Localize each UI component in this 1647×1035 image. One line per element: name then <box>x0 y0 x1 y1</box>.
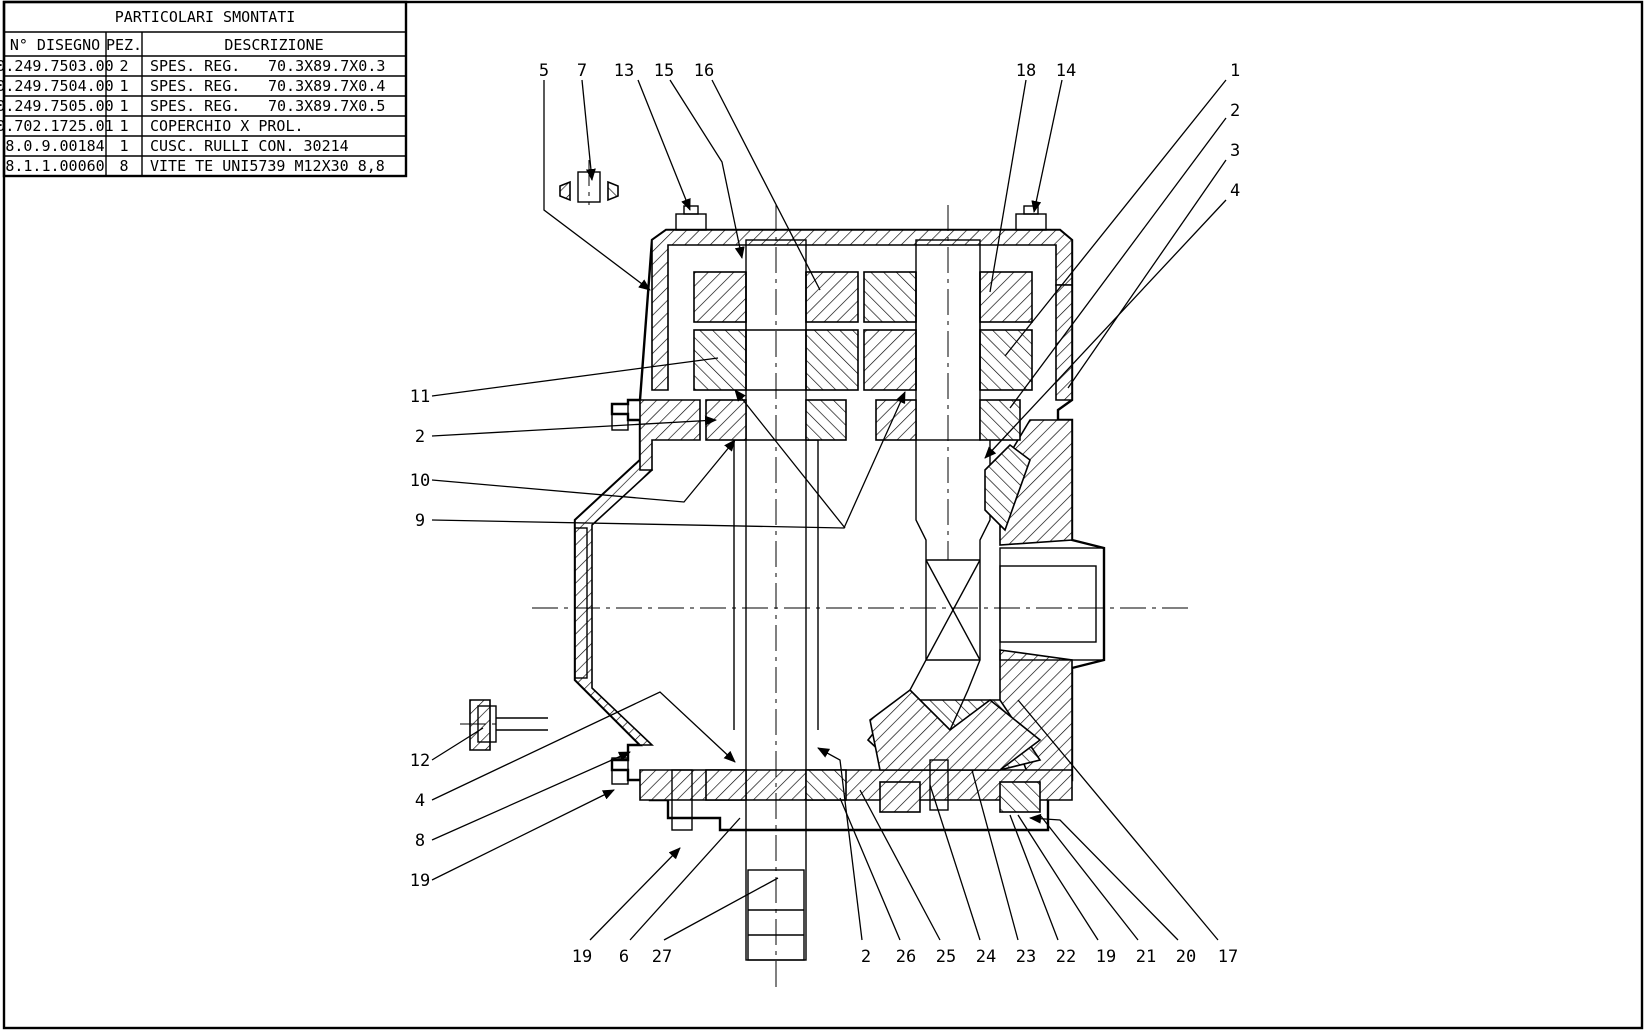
row-spec: 70.3X89.7X0.3 <box>268 57 385 75</box>
callout-label: 2 <box>415 427 425 447</box>
gear-right-mid <box>979 329 1033 391</box>
row-drawing: 0.249.7503.00 <box>0 57 114 75</box>
row-qty: 1 <box>119 117 128 135</box>
callout-label: 22 <box>1056 947 1076 967</box>
row-qty: 8 <box>119 157 128 175</box>
callouts-bottom: 19 6 27 2 26 25 24 23 22 19 21 20 17 <box>572 947 1238 967</box>
row-desc: CUSC. RULLI CON. 30214 <box>150 137 349 155</box>
gear-right-top <box>979 271 1033 323</box>
row-drawing: 0.702.1725.01 <box>0 117 114 135</box>
callout-label: 19 <box>410 871 430 891</box>
row-desc: SPES. REG. <box>150 97 240 115</box>
callouts-left: 11 2 10 9 12 4 8 19 <box>410 387 430 891</box>
callout-label: 12 <box>410 751 430 771</box>
row-spec: 70.3X89.7X0.5 <box>268 97 385 115</box>
row-drawing: 8.1.1.00060 <box>5 157 104 175</box>
row-spec: 70.3X89.7X0.4 <box>268 77 385 95</box>
callout-label: 1 <box>1230 61 1240 81</box>
callout-label: 14 <box>1056 61 1076 81</box>
detail-screw-7 <box>559 160 619 205</box>
callout-label: 16 <box>694 61 714 81</box>
row-desc: SPES. REG. <box>150 57 240 75</box>
callout-label: 2 <box>861 947 871 967</box>
row-desc: SPES. REG. <box>150 77 240 95</box>
callout-label: 3 <box>1230 141 1240 161</box>
gear-train <box>693 271 1033 391</box>
table-row: 0.249.7503.00 2 SPES. REG. 70.3X89.7X0.3 <box>0 57 385 75</box>
bevel-gear <box>869 688 1042 771</box>
parts-table: PARTICOLARI SMONTATI N° DISEGNO PEZ. DES… <box>0 0 408 178</box>
detail-bolt-12 <box>460 699 548 751</box>
table-row: 0.702.1725.01 1 COPERCHIO X PROL. <box>0 117 304 135</box>
callout-label: 27 <box>652 947 672 967</box>
callout-label: 4 <box>415 791 425 811</box>
callout-label: 21 <box>1136 947 1156 967</box>
bearings <box>705 399 1041 813</box>
row-qty: 1 <box>119 97 128 115</box>
table-row: 0.249.7505.00 1 SPES. REG. 70.3X89.7X0.5 <box>0 97 385 115</box>
gear-left-top <box>693 271 747 323</box>
callout-label: 19 <box>1096 947 1116 967</box>
callout-label: 6 <box>619 947 629 967</box>
callout-label: 5 <box>539 61 549 81</box>
header-drawing-number: N° DISEGNO <box>10 36 100 54</box>
row-desc: VITE TE UNI5739 M12X30 8,8 <box>150 157 385 175</box>
row-qty: 2 <box>119 57 128 75</box>
leader-lines <box>431 79 1227 941</box>
callout-label: 25 <box>936 947 956 967</box>
table-row: 8.1.1.00060 8 VITE TE UNI5739 M12X30 8,8 <box>5 157 384 175</box>
row-drawing: 0.249.7505.00 <box>0 97 114 115</box>
callout-label: 7 <box>577 61 587 81</box>
row-qty: 1 <box>119 77 128 95</box>
callout-label: 23 <box>1016 947 1036 967</box>
row-drawing: 8.0.9.00184 <box>5 137 104 155</box>
bolt-top-right <box>1015 205 1047 231</box>
parts-table-title: PARTICOLARI SMONTATI <box>115 8 296 26</box>
callout-label: 20 <box>1176 947 1196 967</box>
table-row: 8.0.9.00184 1 CUSC. RULLI CON. 30214 <box>5 137 348 155</box>
callout-label: 15 <box>654 61 674 81</box>
output-flange <box>999 547 1105 661</box>
callout-label: 24 <box>976 947 996 967</box>
row-qty: 1 <box>119 137 128 155</box>
header-description: DESCRIZIONE <box>224 36 323 54</box>
callout-label: 8 <box>415 831 425 851</box>
callout-label: 18 <box>1016 61 1036 81</box>
shaft-right <box>909 239 991 732</box>
callouts-right: 1 2 3 4 <box>1230 61 1240 201</box>
header-quantity: PEZ. <box>106 36 142 54</box>
callout-label: 9 <box>415 511 425 531</box>
bolt-top-left <box>675 205 707 231</box>
callouts-top: 5 7 13 15 16 18 14 <box>539 61 1076 81</box>
row-drawing: 0.249.7504.00 <box>0 77 114 95</box>
callout-label: 19 <box>572 947 592 967</box>
table-row: 0.249.7504.00 1 SPES. REG. 70.3X89.7X0.4 <box>0 77 385 95</box>
callout-label: 13 <box>614 61 634 81</box>
row-desc: COPERCHIO X PROL. <box>150 117 304 135</box>
callout-label: 26 <box>896 947 916 967</box>
callout-label: 10 <box>410 471 430 491</box>
callout-label: 4 <box>1230 181 1240 201</box>
callout-label: 2 <box>1230 101 1240 121</box>
callout-label: 11 <box>410 387 430 407</box>
callout-label: 17 <box>1218 947 1238 967</box>
